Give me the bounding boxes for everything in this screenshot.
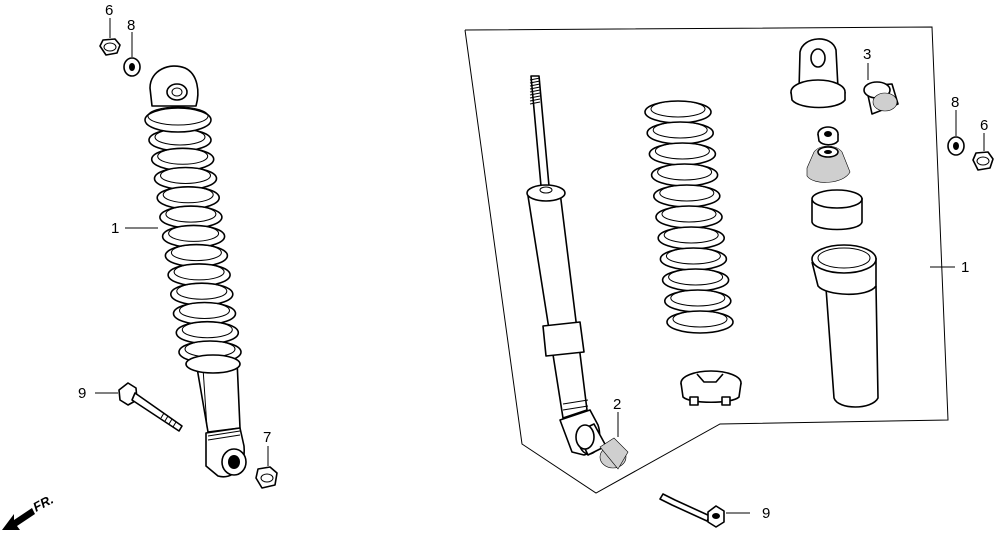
spring <box>644 100 734 334</box>
rod-thread-line <box>529 77 541 81</box>
sleeve <box>811 189 863 231</box>
right-washer-8 <box>947 110 965 156</box>
callout-left-bolt: 9 <box>78 385 86 402</box>
spring-coil-inner <box>179 302 230 319</box>
spring-coil-inner <box>181 321 233 339</box>
spring-coil-inner <box>672 310 728 328</box>
callout-right-washer: 8 <box>951 94 959 111</box>
spring-coil-inner <box>665 247 721 265</box>
spring-coil-inner <box>661 205 717 223</box>
callout-left-nut: 6 <box>105 2 113 19</box>
left-washer-8 <box>123 32 141 77</box>
front-direction-label: FR. <box>30 492 56 515</box>
rod-thread-line <box>529 83 541 87</box>
spring-coil-inner <box>157 147 209 165</box>
top-mount <box>790 38 846 109</box>
bushing-3 <box>863 63 899 115</box>
rod-thread-line <box>529 98 541 102</box>
front-direction-arrow: FR. <box>2 492 56 530</box>
right-nut-6 <box>972 133 994 171</box>
callout-right-shock: 1 <box>961 259 969 276</box>
callout-left-bottom-nut: 7 <box>263 429 271 446</box>
spring-coil-inner <box>650 100 706 118</box>
callout-right-nut: 6 <box>980 117 988 134</box>
spring-coil-inner <box>670 289 726 307</box>
spring-coil-inner <box>652 121 708 139</box>
spring-coil-inner <box>168 224 220 242</box>
spring-coil-inner <box>654 142 710 160</box>
left-shock-absorber <box>144 65 247 478</box>
damper-unit <box>526 75 601 456</box>
spring-coil-inner <box>668 268 724 286</box>
rod-thread-line <box>529 86 541 90</box>
rod-thread-line <box>529 95 541 99</box>
left-bolt-9 <box>95 382 183 432</box>
spring-coil-inner <box>659 184 715 202</box>
callout-bushing-2: 2 <box>613 396 621 413</box>
rod-thread-line <box>529 89 541 93</box>
rod-thread-line <box>529 92 541 96</box>
spring-coil-inner <box>176 282 228 300</box>
left-bottom-nut-7 <box>255 446 278 489</box>
spring-coil-inner <box>170 244 222 262</box>
exploded-view-frame <box>464 26 949 494</box>
collar-nut <box>817 126 839 146</box>
spring-seat <box>680 370 742 406</box>
spring-coil-inner <box>160 167 211 184</box>
rubber-bump-stop <box>806 145 851 183</box>
bushing-2 <box>575 412 629 470</box>
spring-coil-inner <box>173 263 225 281</box>
dust-cover <box>811 244 879 408</box>
rod-thread-line <box>529 80 541 84</box>
callout-left-shock: 1 <box>111 220 119 237</box>
callout-bushing-3: 3 <box>863 46 871 63</box>
callout-right-bolt: 9 <box>762 505 770 522</box>
callout-left-washer: 8 <box>127 17 135 34</box>
rod-thread-line <box>529 101 541 105</box>
spring-coil-inner <box>162 186 214 204</box>
left-nut-6 <box>99 18 121 56</box>
spring-coil-inner <box>165 205 217 223</box>
spring-coil-inner <box>663 226 719 244</box>
right-bolt-9 <box>659 493 750 528</box>
spring-coil-inner <box>657 163 713 181</box>
